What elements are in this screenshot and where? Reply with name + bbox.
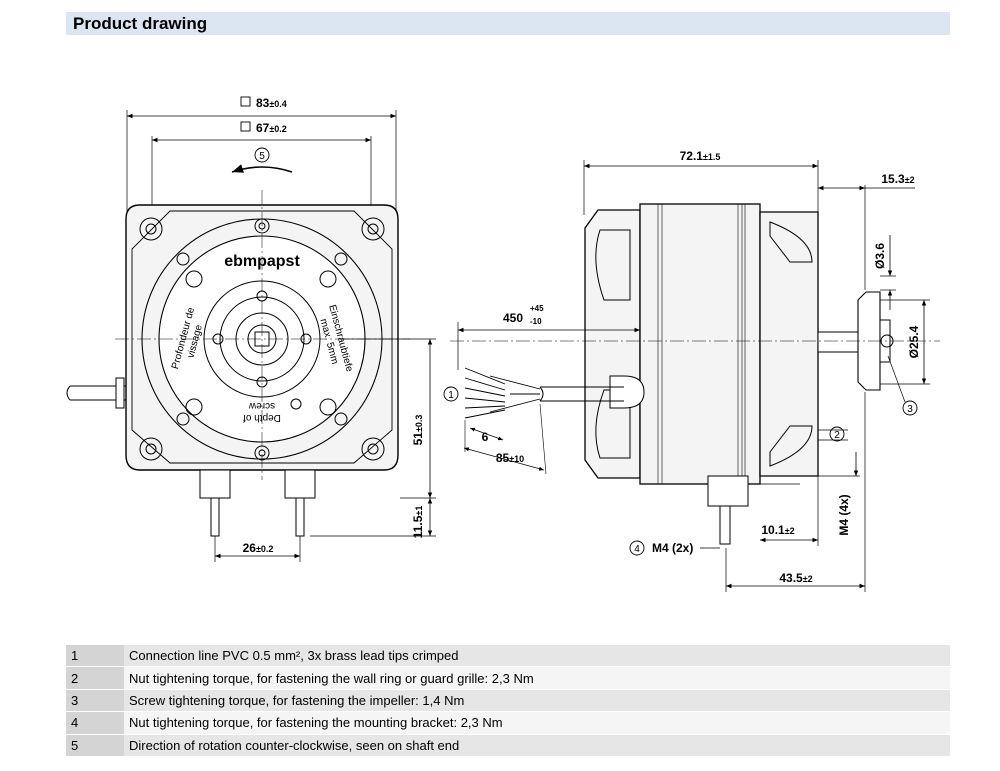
- side-view-labels: 72.1±1.5 15.3±2 Ø3.6 Ø25.4 3 450 +45 -10…: [448, 149, 921, 585]
- note-text: Nut tightening torque, for fastening the…: [124, 711, 950, 735]
- svg-text:43.5±2: 43.5±2: [779, 571, 812, 585]
- front-view: [66, 96, 436, 562]
- note-number: 1: [66, 645, 124, 668]
- brand-logo: ebmpapst: [224, 253, 300, 270]
- marker-4: 4: [634, 544, 640, 555]
- note-text: Connection line PVC 0.5 mm², 3x brass le…: [124, 645, 950, 668]
- notes-table: 1 Connection line PVC 0.5 mm², 3x brass …: [66, 645, 950, 757]
- section-header: Product drawing: [66, 12, 950, 35]
- svg-text:72.1±1.5: 72.1±1.5: [680, 149, 721, 163]
- dim-shaft: 15.3: [881, 172, 905, 186]
- table-row: 4 Nut tightening torque, for fastening t…: [66, 711, 950, 735]
- front-view-labels: 83±0.4 67±0.2 5 ebmpapst Profondeur de v…: [170, 96, 425, 555]
- svg-text:10.1±2: 10.1±2: [761, 523, 794, 537]
- svg-text:450: 450: [503, 311, 523, 325]
- dim-strip: 6: [482, 430, 489, 444]
- svg-text:83±0.4: 83±0.4: [256, 96, 287, 110]
- svg-text:26±0.2: 26±0.2: [243, 541, 274, 555]
- dim-cable-tol-plus: +45: [530, 304, 544, 313]
- dim-height: 51: [411, 432, 425, 446]
- marker-3: 3: [907, 404, 913, 415]
- side-view: [443, 160, 940, 592]
- table-row: 1 Connection line PVC 0.5 mm², 3x brass …: [66, 645, 950, 668]
- note-number: 2: [66, 666, 124, 690]
- note-text: Screw tightening torque, for fastening t…: [124, 689, 950, 713]
- marker-4-label: M4 (2x): [652, 541, 693, 555]
- dim-bracket: 10.1: [761, 523, 785, 537]
- text-en-2: screw: [248, 400, 275, 411]
- dim-total: 43.5: [779, 571, 803, 585]
- dim-cable-tol-minus: -10: [530, 317, 542, 326]
- table-row: 5 Direction of rotation counter-clockwis…: [66, 734, 950, 757]
- text-en-1: Depth of: [243, 412, 281, 423]
- dim-inner: 67: [256, 121, 270, 135]
- svg-text:67±0.2: 67±0.2: [256, 121, 287, 135]
- svg-text:15.3±2: 15.3±2: [881, 172, 914, 186]
- section-title: Product drawing: [73, 14, 208, 33]
- svg-text:11.5±1: 11.5±1: [411, 506, 425, 539]
- dim-thread: M4 (4x): [837, 494, 851, 535]
- dim-length: 72.1: [680, 149, 704, 163]
- dim-pin-spacing: 26: [243, 541, 257, 555]
- svg-text:51±0.3: 51±0.3: [411, 415, 425, 446]
- note-text: Nut tightening torque, for fastening the…: [124, 666, 950, 690]
- dim-cable: 450: [503, 311, 523, 325]
- dim-hub: Ø25.4: [907, 325, 921, 358]
- dim-outer: 83: [256, 96, 270, 110]
- dim-bore: Ø3.6: [873, 243, 887, 269]
- dim-lead: 85: [496, 451, 510, 465]
- marker-2: 2: [834, 430, 840, 441]
- note-text: Direction of rotation counter-clockwise,…: [124, 734, 950, 757]
- note-number: 5: [66, 734, 124, 757]
- note-number: 3: [66, 689, 124, 713]
- svg-text:85±10: 85±10: [496, 451, 524, 465]
- marker-5: 5: [259, 151, 265, 162]
- table-row: 2 Nut tightening torque, for fastening t…: [66, 666, 950, 690]
- table-row: 3 Screw tightening torque, for fastening…: [66, 689, 950, 713]
- marker-1: 1: [448, 390, 454, 401]
- product-drawing: 83±0.4 67±0.2 5 ebmpapst Profondeur de v…: [66, 96, 940, 592]
- note-number: 4: [66, 711, 124, 735]
- dim-pin-length: 11.5: [411, 515, 425, 538]
